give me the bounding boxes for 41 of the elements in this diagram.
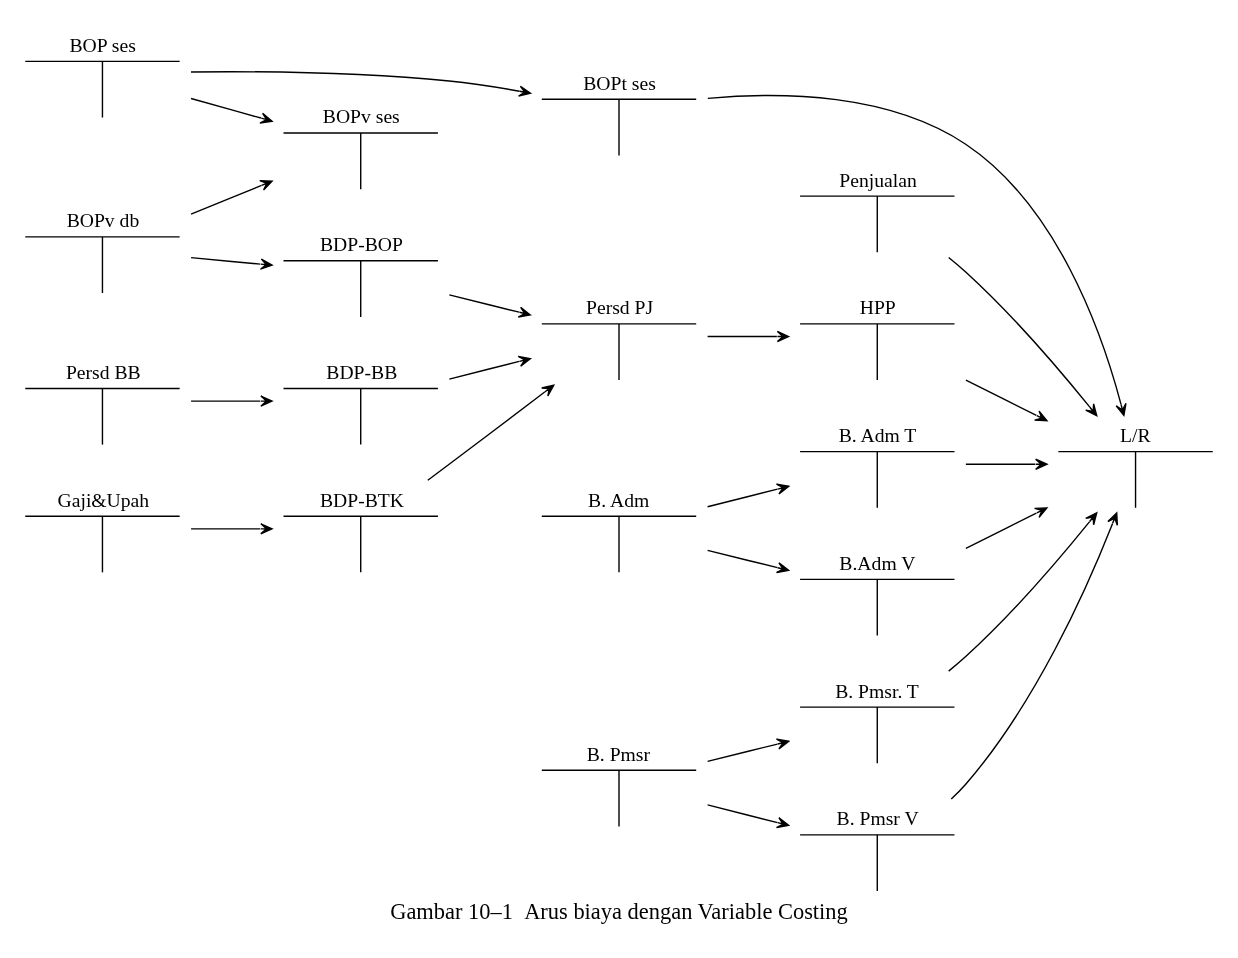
arrow [707,94,1127,417]
arrow [706,549,790,574]
arrow [190,179,273,215]
arrow [965,458,1048,470]
node-text: BOPt ses [583,71,656,94]
arrow [190,97,273,124]
node-text: Persd PJ [586,296,654,319]
node-text: B. Pmsr. T [835,679,919,702]
node-text: Persd BB [65,360,141,383]
arrow [950,512,1119,800]
arrow [947,512,1098,672]
node-text: BDP-BOP [320,233,403,256]
arrow [190,523,273,535]
node-text: B. Adm T [838,424,917,447]
node-text: Gaji&Upah [57,488,150,511]
arrow [190,256,273,270]
arrow [706,804,790,829]
node-text: BOP ses [69,33,136,56]
node-text: Penjualan [839,168,917,191]
arrow [947,256,1098,417]
node-text: BDP-BTK [320,488,405,511]
arrow [190,395,273,407]
node-text: B. Adm [588,488,650,511]
node-text: L/R [1120,424,1151,447]
arrow [965,507,1048,550]
arrow [190,71,532,97]
arrow [427,384,555,481]
node-text: B.Adm V [839,551,916,574]
arrow [448,294,532,318]
arrow [706,738,790,763]
node-text: BOPv db [66,209,140,232]
node-text: BOPv ses [322,105,400,128]
arrow [706,330,790,343]
arrow [965,379,1048,422]
node-text: HPP [859,296,896,319]
node-text: B. Pmsr [586,742,651,765]
caption: Gambar 10–1 Arus biaya dengan Variable Costing [390,899,848,925]
arrow [448,355,532,380]
arrow [706,483,790,508]
node-text: B. Pmsr V [836,807,919,830]
node-text: BDP-BB [326,360,398,383]
